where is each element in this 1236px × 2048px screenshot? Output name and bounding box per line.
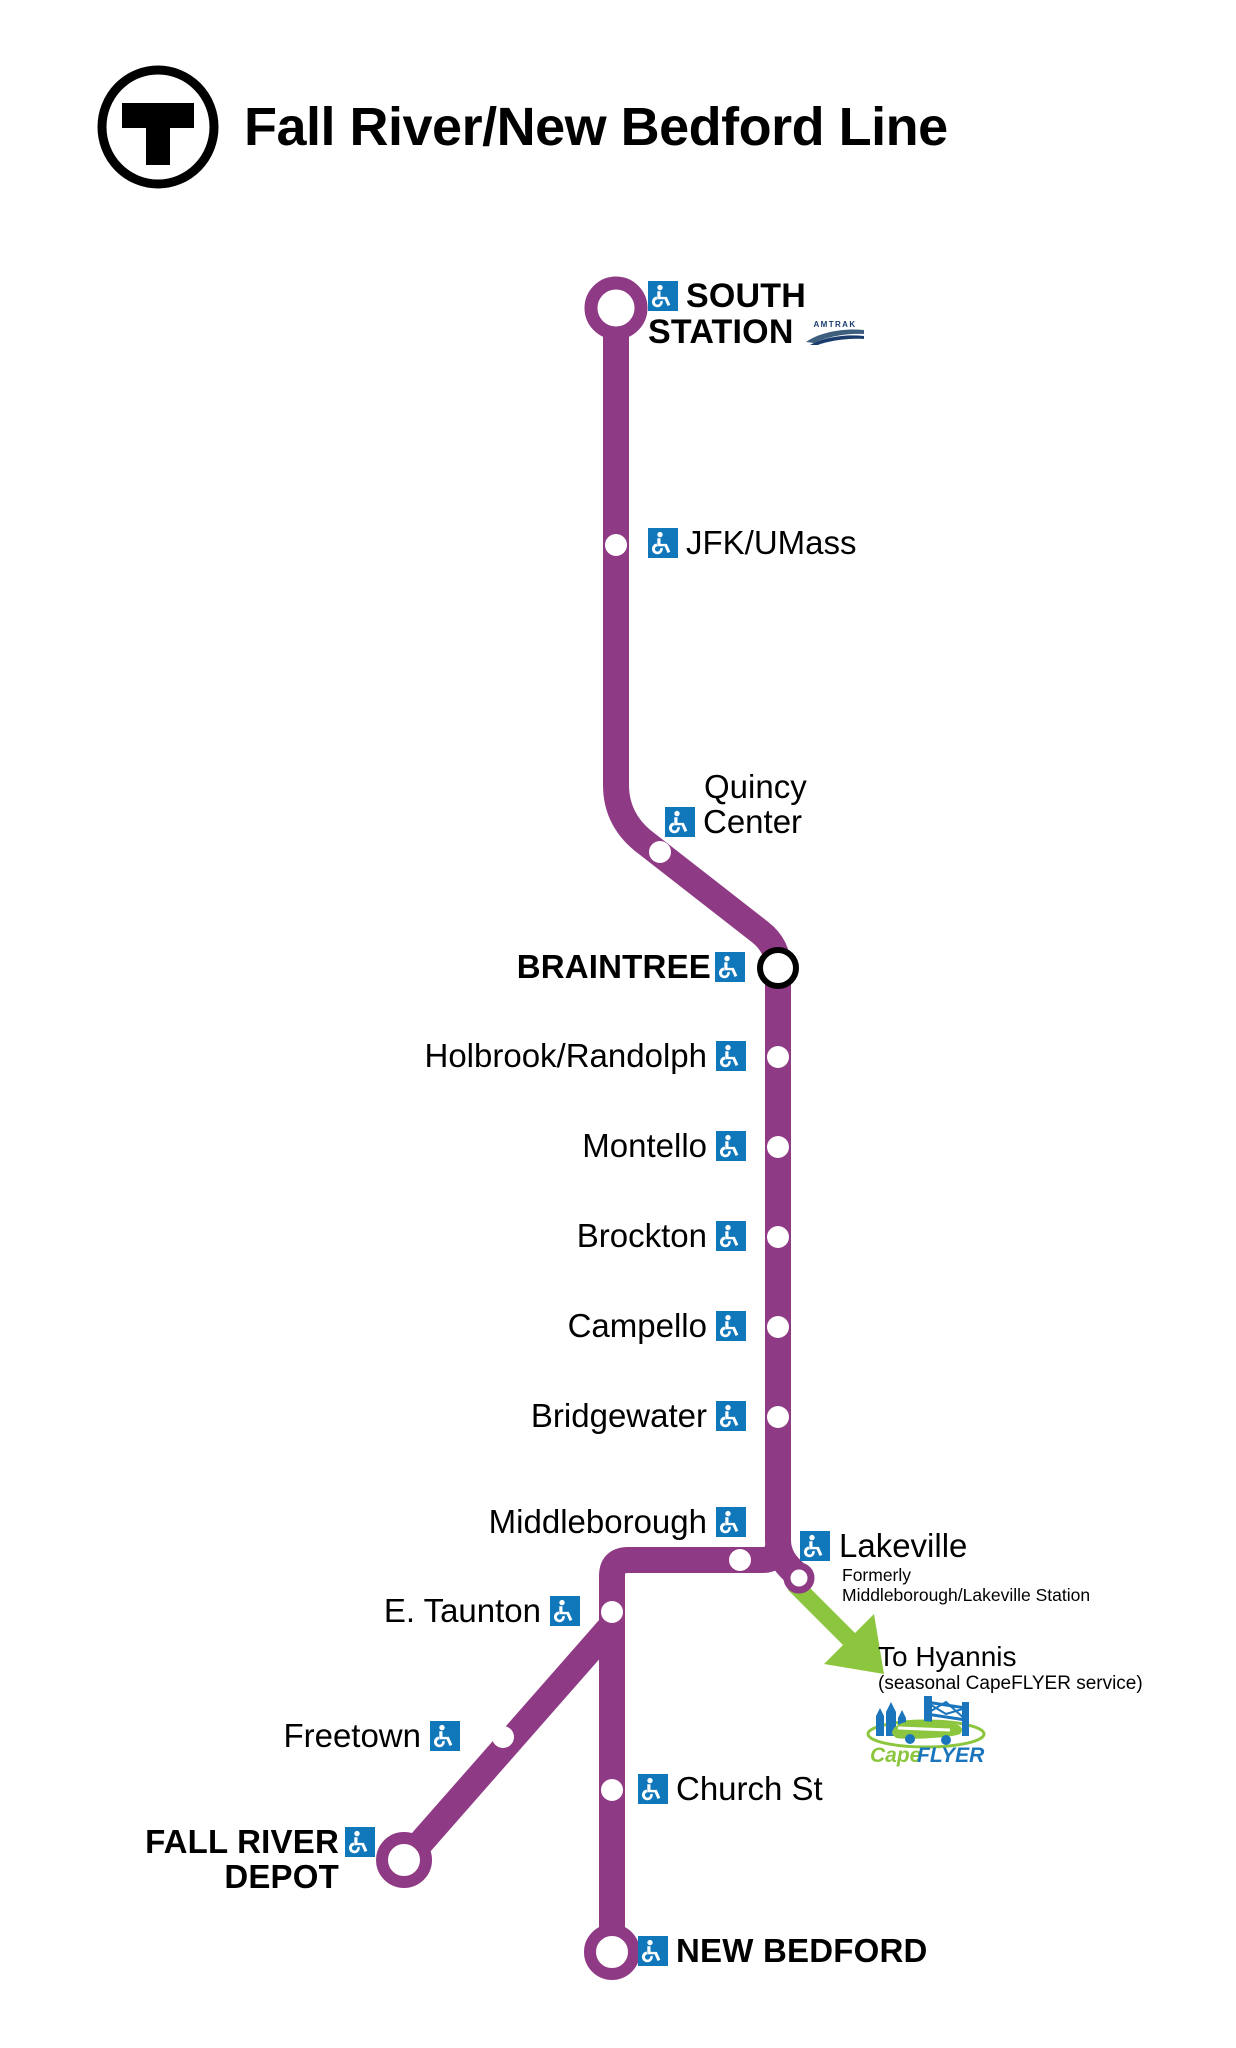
station-label-middleborough[interactable]: Middleborough <box>150 1503 746 1540</box>
connection-title: To Hyannis <box>878 1641 1017 1672</box>
station-marker-church-st <box>601 1779 623 1801</box>
station-name: Campello <box>567 1307 707 1344</box>
wheelchair-accessible-icon <box>648 281 678 312</box>
station-name-line1: SOUTH <box>686 277 806 315</box>
connection-hyannis[interactable]: To Hyannis (seasonal CapeFLYER service) <box>878 1642 1143 1695</box>
station-name: Montello <box>582 1127 707 1164</box>
mbta-t-logo-icon <box>96 65 220 189</box>
station-label-montello[interactable]: Montello <box>180 1127 746 1164</box>
station-marker-lakeville <box>783 1562 815 1594</box>
station-marker-campello <box>767 1316 789 1338</box>
station-marker-south-station <box>584 276 648 340</box>
station-name: Freetown <box>283 1717 421 1754</box>
station-label-jfk-umass[interactable]: JFK/UMass <box>648 524 857 561</box>
capeflyer-arrow-icon <box>788 1578 884 1674</box>
wheelchair-accessible-icon <box>715 952 745 983</box>
station-label-bridgewater[interactable]: Bridgewater <box>180 1397 746 1434</box>
station-label-braintree[interactable]: BRAINTREE <box>200 948 745 985</box>
wheelchair-accessible-icon <box>716 1131 746 1162</box>
station-label-brockton[interactable]: Brockton <box>180 1217 746 1254</box>
station-name: Bridgewater <box>530 1397 707 1434</box>
station-name-line2: Center <box>703 802 803 840</box>
wheelchair-accessible-icon <box>550 1596 580 1627</box>
station-name-line2: DEPOT <box>224 1857 339 1895</box>
wheelchair-accessible-icon <box>716 1401 746 1432</box>
station-marker-brockton <box>767 1226 789 1248</box>
station-name: Holbrook/Randolph <box>424 1037 707 1074</box>
station-marker-quincy-center <box>649 841 671 863</box>
station-label-holbrook-randolph[interactable]: Holbrook/Randolph <box>180 1037 746 1074</box>
station-marker-jfk-umass <box>605 534 627 556</box>
svg-text:AMTRAK: AMTRAK <box>813 320 856 329</box>
station-marker-new-bedford <box>584 1924 640 1980</box>
wheelchair-accessible-icon <box>716 1507 746 1538</box>
capeflyer-logo-icon[interactable]: Cape FLYER <box>862 1690 990 1768</box>
station-name: Lakeville <box>839 1527 968 1564</box>
station-name: E. Taunton <box>383 1592 541 1629</box>
station-marker-e-taunton <box>601 1601 623 1623</box>
station-label-new-bedford[interactable]: NEW BEDFORD <box>638 1932 928 1969</box>
station-marker-braintree <box>757 947 799 989</box>
wheelchair-accessible-icon <box>638 1774 668 1805</box>
station-name: JFK/UMass <box>686 524 857 561</box>
connection-subtitle: (seasonal CapeFLYER service) <box>878 1673 1143 1695</box>
station-subtitle-line2: Middleborough/Lakeville Station <box>842 1585 1091 1606</box>
wheelchair-accessible-icon <box>665 807 695 838</box>
station-label-quincy-center[interactable]: Quincy Center <box>665 768 807 840</box>
station-marker-fall-river-depot <box>376 1832 432 1888</box>
svg-text:FLYER: FLYER <box>917 1744 985 1767</box>
station-label-lakeville[interactable]: Lakeville Formerly Middleborough/Lakevil… <box>800 1527 1090 1606</box>
wheelchair-accessible-icon <box>648 528 678 559</box>
wheelchair-accessible-icon <box>800 1531 830 1561</box>
station-marker-montello <box>767 1136 789 1158</box>
station-label-south-station[interactable]: SOUTH STATION AMTRAK <box>648 278 866 350</box>
station-marker-bridgewater <box>767 1406 789 1428</box>
wheelchair-accessible-icon <box>430 1721 460 1752</box>
wheelchair-accessible-icon <box>716 1221 746 1252</box>
map-header: Fall River/New Bedford Line <box>96 62 948 192</box>
station-marker-middleborough <box>729 1549 751 1571</box>
station-label-church-st[interactable]: Church St <box>638 1770 823 1807</box>
station-label-e-taunton[interactable]: E. Taunton <box>150 1592 580 1629</box>
station-name: Brockton <box>576 1217 707 1254</box>
wheelchair-accessible-icon <box>638 1936 668 1967</box>
station-marker-freetown <box>492 1726 514 1748</box>
station-name: BRAINTREE <box>516 948 711 985</box>
station-name: Middleborough <box>488 1503 707 1540</box>
station-name: NEW BEDFORD <box>676 1932 928 1969</box>
page-title: Fall River/New Bedford Line <box>244 97 948 157</box>
wheelchair-accessible-icon <box>716 1041 746 1072</box>
station-name: Church St <box>676 1770 823 1807</box>
station-label-freetown[interactable]: Freetown <box>90 1717 460 1754</box>
station-subtitle-line1: Formerly <box>842 1565 912 1585</box>
station-marker-holbrook-randolph <box>767 1046 789 1068</box>
station-name-line2: STATION <box>648 313 794 352</box>
station-name-line1: FALL RIVER <box>145 1823 339 1860</box>
amtrak-logo-icon: AMTRAK <box>804 318 866 346</box>
wheelchair-accessible-icon <box>716 1311 746 1342</box>
station-label-campello[interactable]: Campello <box>180 1307 746 1344</box>
station-name-line1: Quincy <box>704 768 807 805</box>
wheelchair-accessible-icon <box>345 1827 375 1858</box>
svg-text:Cape: Cape <box>870 1744 922 1767</box>
station-label-fall-river-depot[interactable]: FALL RIVER DEPOT <box>40 1823 375 1895</box>
